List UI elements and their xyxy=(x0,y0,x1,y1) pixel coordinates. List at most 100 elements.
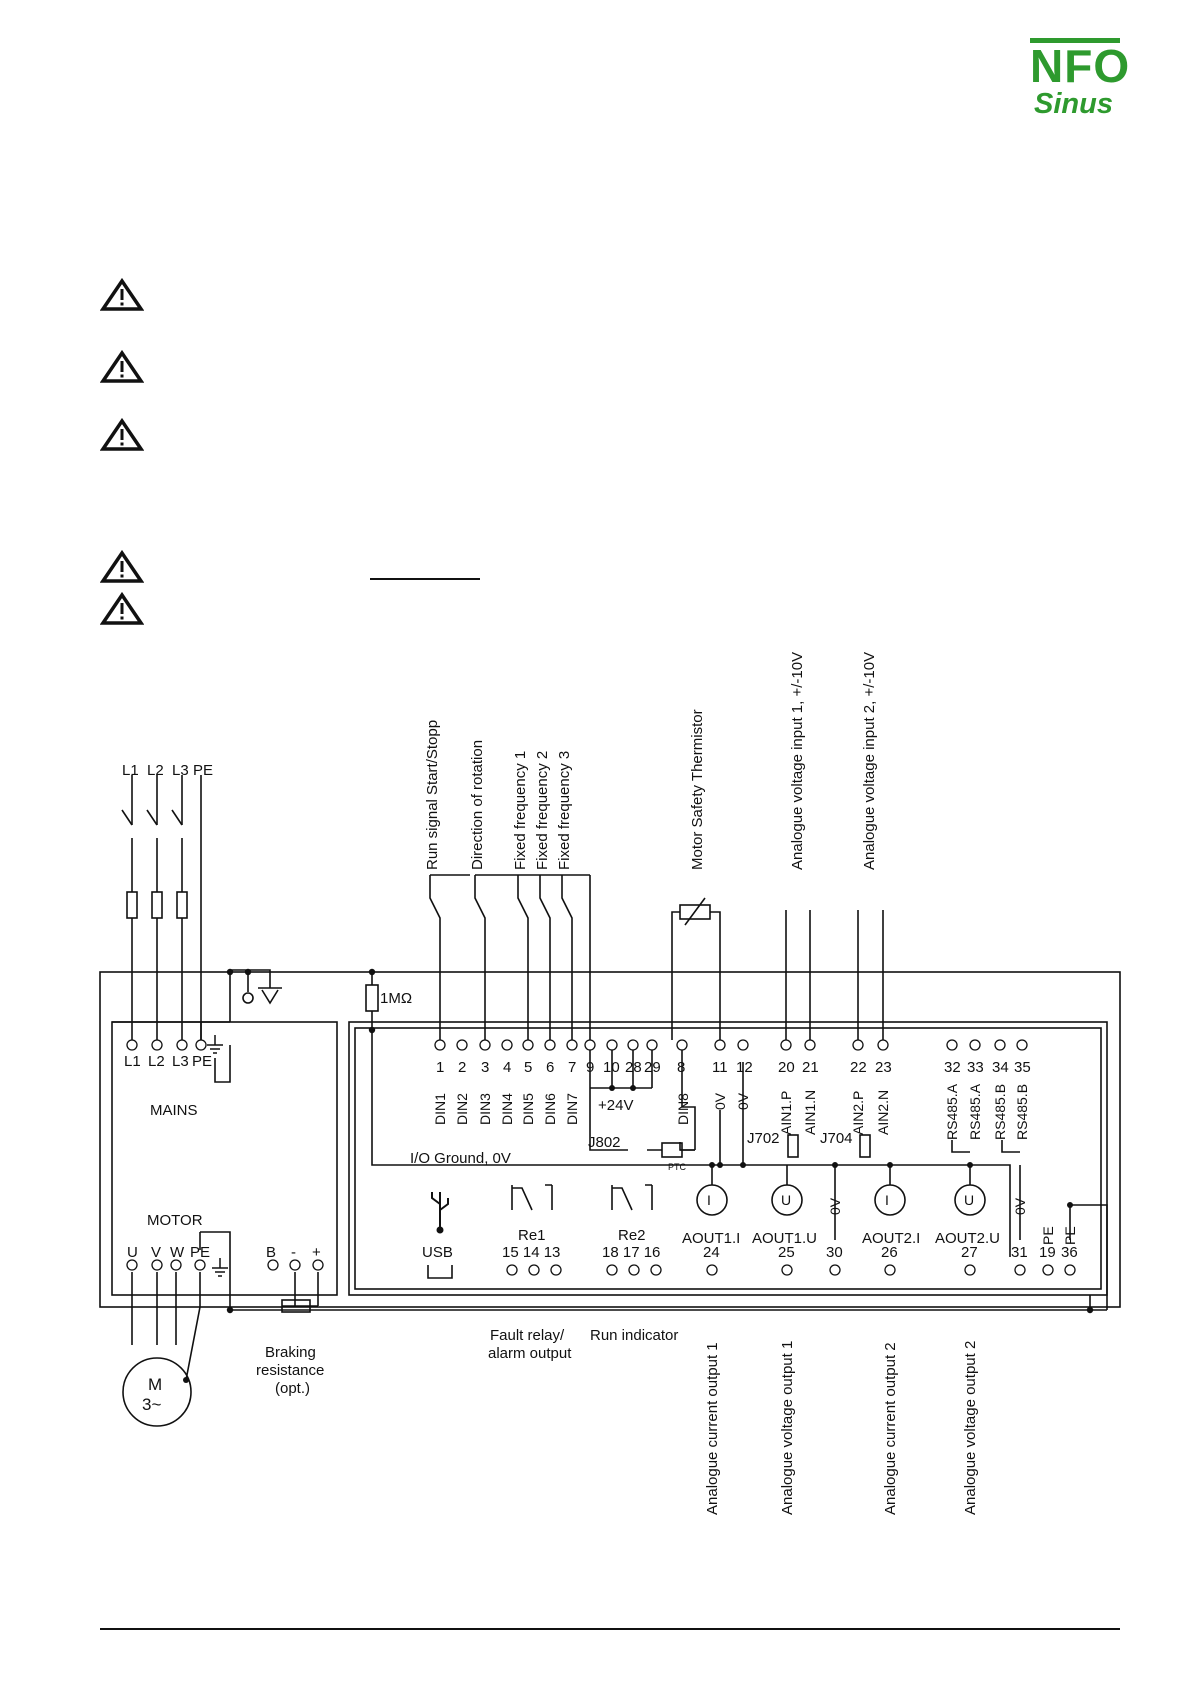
terminal-27: 27 xyxy=(961,1244,978,1261)
terminal-9: 9 xyxy=(586,1059,594,1076)
zero-v-12: 0V xyxy=(735,1092,751,1110)
terminal-19: 19 xyxy=(1039,1244,1056,1261)
ain1n-label: AIN1.N xyxy=(802,1090,818,1135)
terminal-8: 8 xyxy=(677,1059,685,1076)
underline-mark xyxy=(370,578,480,580)
terminal-24: 24 xyxy=(703,1244,720,1261)
rs485b-label-2: RS485.B xyxy=(1014,1084,1030,1140)
shield-ground-symbol xyxy=(230,969,282,1005)
zero-v-11: 0V xyxy=(712,1092,728,1110)
ground-icon xyxy=(207,1035,228,1277)
housing-outline xyxy=(99,971,1121,1308)
fault-relay-line1: Fault relay/ xyxy=(490,1327,565,1344)
terminal-29: 29 xyxy=(644,1059,661,1076)
run-signal-label: Run signal Start/Stopp xyxy=(424,720,441,870)
mains-switch xyxy=(121,809,183,826)
terminal-6: 6 xyxy=(546,1059,554,1076)
motor-lines xyxy=(131,1272,201,1381)
mains-lines xyxy=(131,775,202,1045)
brake-plus: + xyxy=(312,1244,321,1261)
j704-jumper xyxy=(859,1134,871,1158)
terminal-20: 20 xyxy=(778,1059,795,1076)
ain2p-label: AIN2.P xyxy=(850,1091,866,1135)
terminal-33: 33 xyxy=(967,1059,984,1076)
terminal-23: 23 xyxy=(875,1059,892,1076)
terminal-10: 10 xyxy=(603,1059,620,1076)
relay1-symbol xyxy=(511,1184,553,1211)
label-l1: L1 xyxy=(122,762,139,779)
motor-pe-link xyxy=(199,1231,231,1307)
terminal-2: 2 xyxy=(458,1059,466,1076)
fuse xyxy=(126,891,138,919)
resistor-1m-label: 1MΩ xyxy=(380,990,412,1007)
din8-link xyxy=(680,1040,696,1151)
fixed-freq3-label: Fixed frequency 3 xyxy=(556,751,573,870)
control-block-inner xyxy=(354,1027,1102,1290)
io-ground-label: I/O Ground, 0V xyxy=(410,1150,511,1167)
warning-icon xyxy=(100,350,144,383)
relay2-symbol xyxy=(611,1184,653,1211)
relay1-terminals: 15 14 13 xyxy=(502,1244,560,1261)
plus24-label: +24V xyxy=(598,1097,633,1114)
motor-m: M xyxy=(148,1375,162,1394)
mains-l1: L1 xyxy=(124,1053,141,1070)
mains-l2: L2 xyxy=(148,1053,165,1070)
motor-phase: 3~ xyxy=(142,1395,161,1414)
fuse xyxy=(176,891,188,919)
control-block xyxy=(348,1021,1108,1296)
din4-label: DIN4 xyxy=(499,1093,515,1125)
zero-v-31: 0V xyxy=(1012,1197,1028,1215)
ain2-label: Analogue voltage input 2, +/-10V xyxy=(861,652,878,870)
footer-rule xyxy=(100,1628,1120,1630)
din6-label: DIN6 xyxy=(542,1093,558,1125)
aout1u-label: AOUT1.U xyxy=(752,1230,817,1247)
motor-pe: PE xyxy=(190,1244,210,1261)
terminal-28: 28 xyxy=(625,1059,642,1076)
pe-bottom-link xyxy=(230,1204,1108,1311)
voltage-symbol: U xyxy=(781,1192,791,1208)
pe-36-label: PE xyxy=(1062,1226,1078,1245)
fixed-freq1-label: Fixed frequency 1 xyxy=(512,751,529,870)
rs485b-label: RS485.B xyxy=(992,1084,1008,1140)
din3-label: DIN3 xyxy=(477,1093,493,1125)
ain1-label: Analogue voltage input 1, +/-10V xyxy=(789,652,806,870)
terminal-12: 12 xyxy=(736,1059,753,1076)
braking-resistor xyxy=(281,1299,311,1313)
terminal-7: 7 xyxy=(568,1059,576,1076)
motor-circle xyxy=(122,1357,192,1427)
aout1i-label: AOUT1.I xyxy=(682,1230,740,1247)
warning-icon xyxy=(100,278,144,311)
mains-label: MAINS xyxy=(150,1102,198,1119)
din8-label: DIN8 xyxy=(675,1093,691,1125)
terminal-11: 11 xyxy=(712,1059,728,1076)
din1-label: DIN1 xyxy=(432,1093,448,1125)
mains-pe: PE xyxy=(192,1053,212,1070)
pe-link xyxy=(112,970,231,1083)
din-switch-wires xyxy=(429,874,591,1040)
ptc-resistor xyxy=(661,1142,683,1158)
din5-label: DIN5 xyxy=(520,1093,536,1125)
terminal-34: 34 xyxy=(992,1059,1009,1076)
fixed-freq2-label: Fixed frequency 2 xyxy=(534,751,551,870)
rs485a-label-2: RS485.A xyxy=(967,1083,983,1140)
terminal-5: 5 xyxy=(524,1059,532,1076)
aout2-voltage-label: Analogue voltage output 2 xyxy=(962,1341,979,1515)
fault-relay-line2: alarm output xyxy=(488,1345,572,1362)
usb-icon xyxy=(431,1192,449,1228)
logo-bar xyxy=(1030,38,1120,43)
terminal-4: 4 xyxy=(503,1059,511,1076)
j802-label: J802 xyxy=(588,1134,621,1151)
current-symbol: I xyxy=(707,1192,711,1208)
rs485-brackets xyxy=(951,1140,1020,1153)
output-links xyxy=(711,1165,1021,1240)
braking-line1: Braking xyxy=(265,1344,316,1361)
aout2-current-label: Analogue current output 2 xyxy=(882,1342,899,1515)
power-block xyxy=(111,1021,338,1296)
j702-jumper xyxy=(787,1134,799,1158)
shield-terminal xyxy=(242,992,254,1004)
brake-b: B xyxy=(266,1244,276,1261)
label-l2: L2 xyxy=(147,762,164,779)
thermistor-wires xyxy=(671,897,721,1040)
logo-sinus: Sinus xyxy=(1034,88,1113,120)
aout1-voltage-label: Analogue voltage output 1 xyxy=(779,1341,796,1515)
